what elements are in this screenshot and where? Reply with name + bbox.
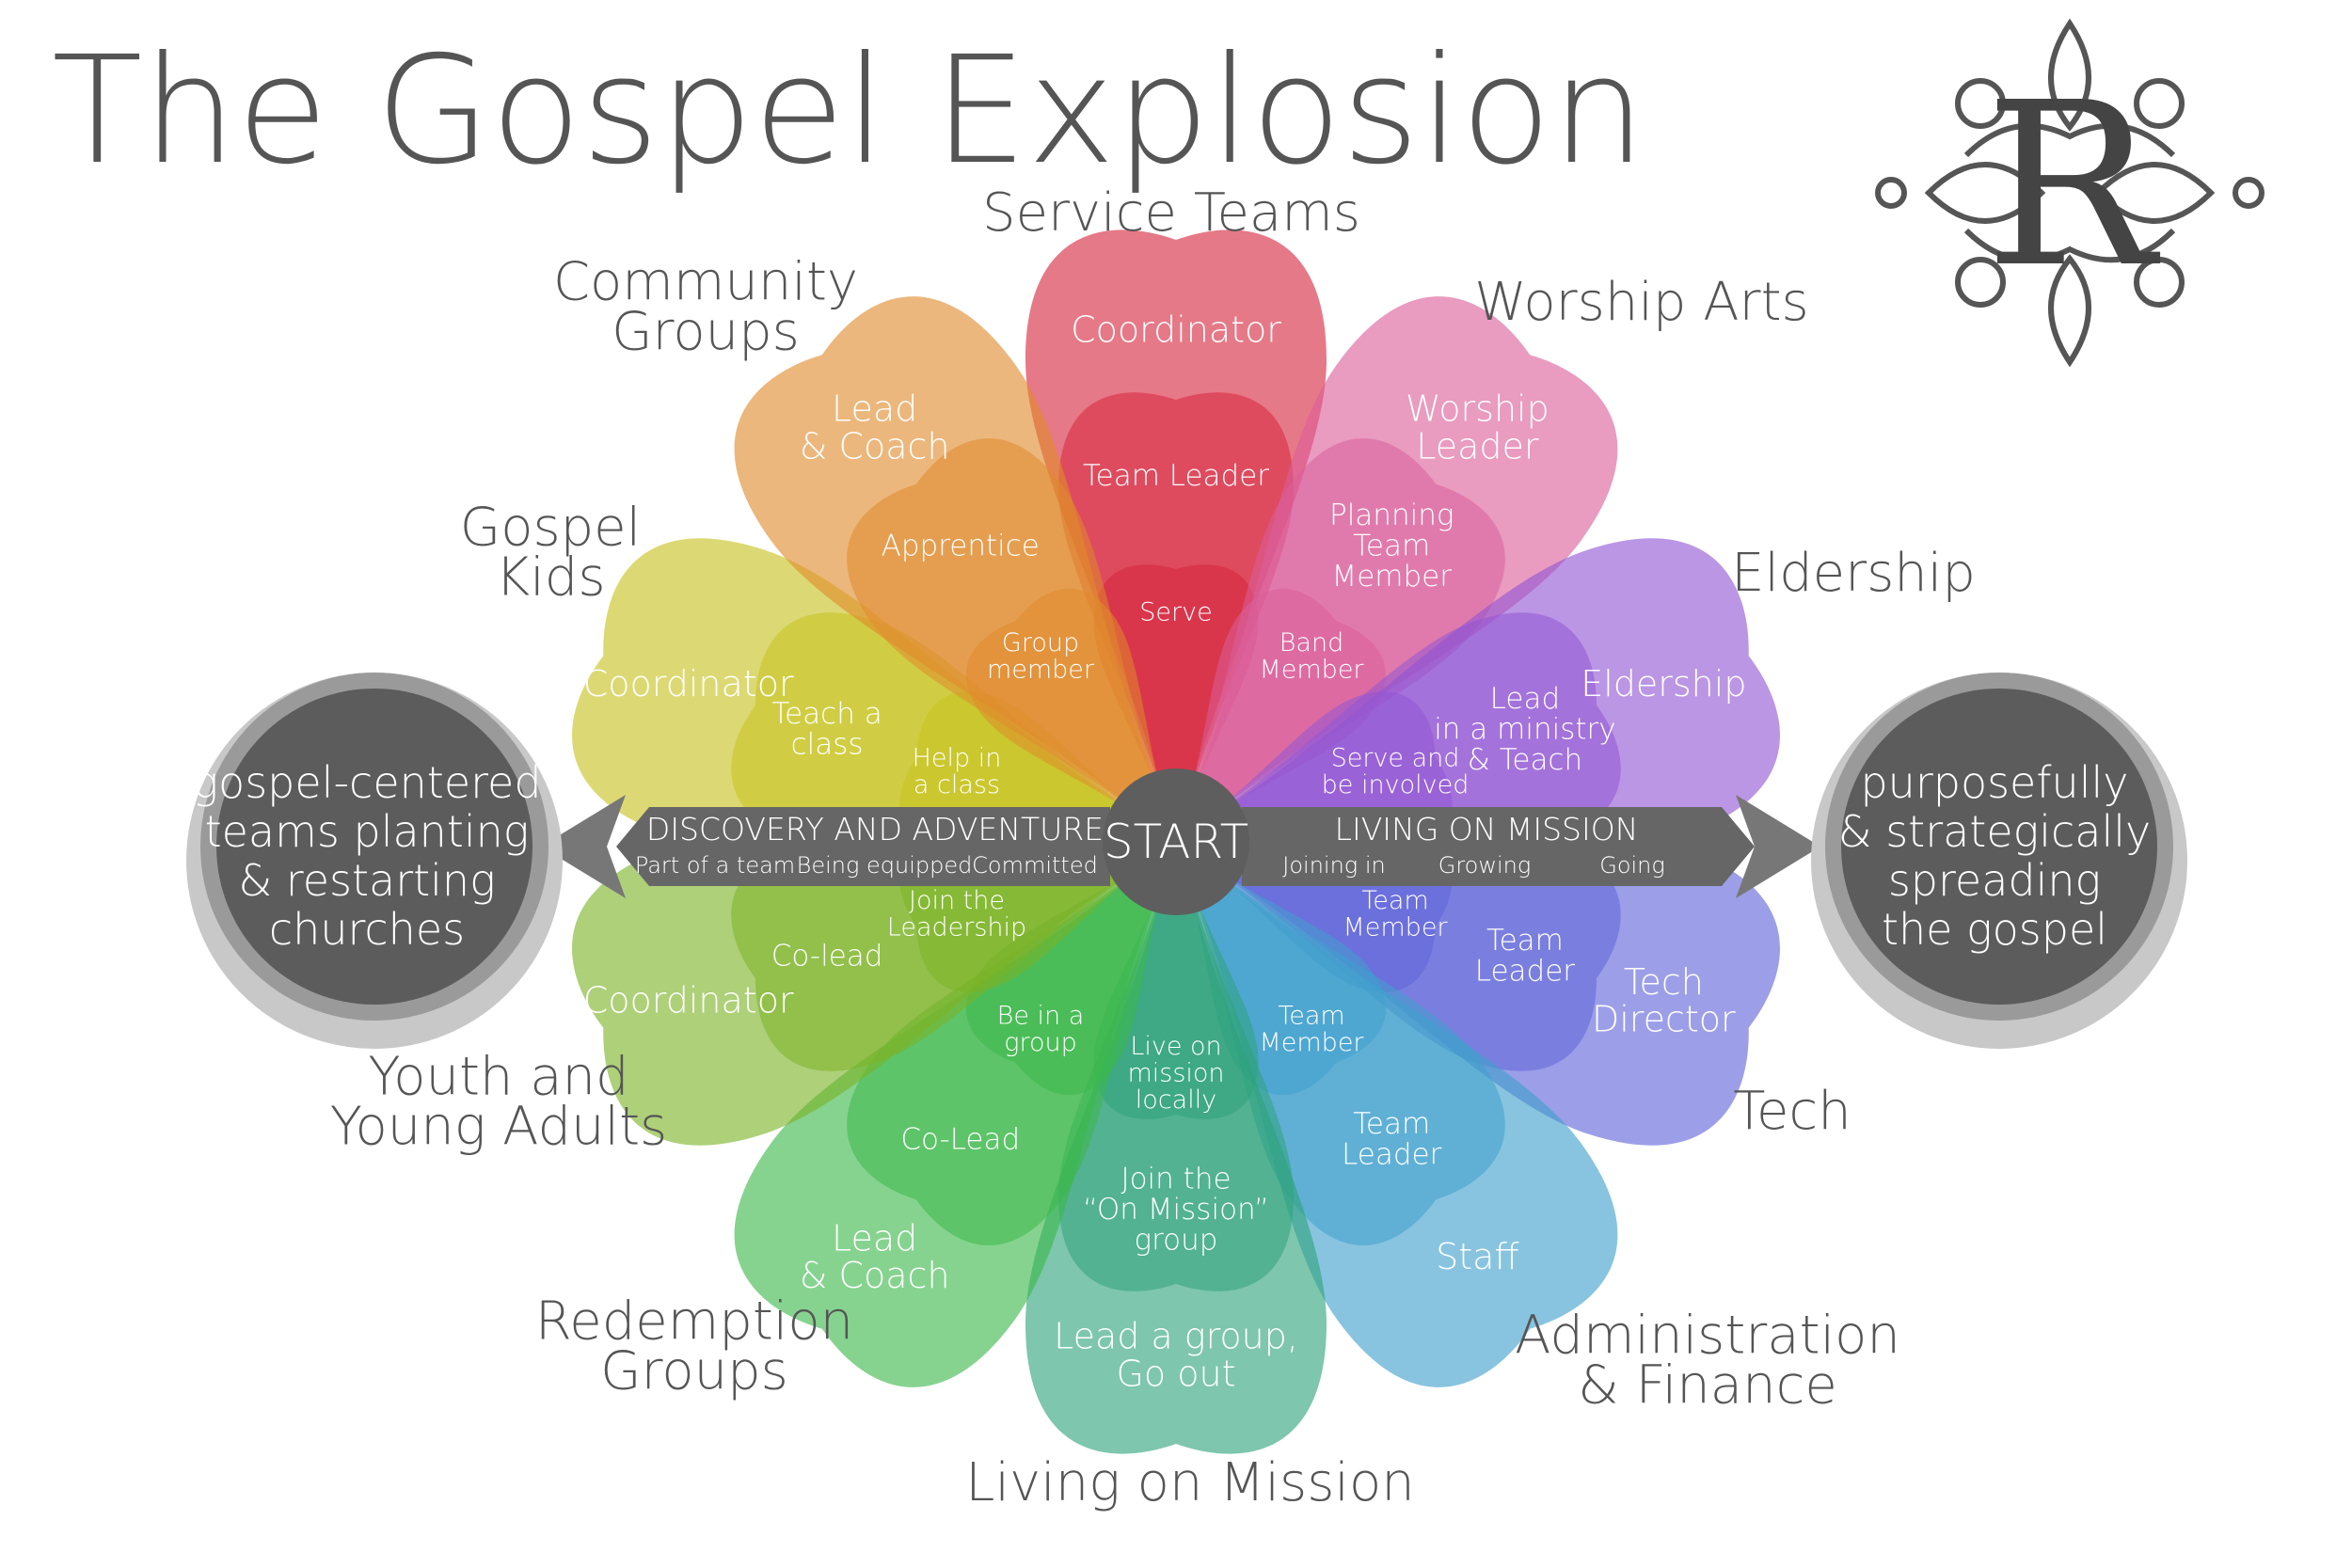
level-label: Co-lead bbox=[771, 939, 883, 973]
petal-group bbox=[572, 230, 1780, 1454]
level-label: Eldership bbox=[1581, 663, 1746, 705]
left-outcome-line-2: teams planting bbox=[205, 806, 530, 857]
right-banner-heading: LIVING ON MISSION bbox=[1335, 811, 1639, 847]
page-title: The Gospel Explosion bbox=[52, 24, 1645, 198]
left-stage-3: Committed bbox=[972, 852, 1098, 879]
level-label: Lead a group,Go out bbox=[1054, 1315, 1298, 1394]
right-stage-3: Going bbox=[1599, 852, 1665, 879]
right-outcome-line-1: purposefully bbox=[1860, 757, 2128, 808]
left-stage-1: Part of a team bbox=[635, 852, 795, 879]
right-outcome-circle: purposefully & strategically spreading t… bbox=[1811, 673, 2187, 1049]
right-stage-2: Growing bbox=[1438, 852, 1532, 879]
petal-worship-arts bbox=[1176, 296, 1618, 842]
petal-tier-3 bbox=[1093, 842, 1259, 1119]
left-arrow-head bbox=[541, 795, 626, 898]
ministry-label: Administration& Finance bbox=[1515, 1305, 1900, 1416]
start-label: START bbox=[1104, 815, 1248, 869]
right-stage-1: Joining in bbox=[1282, 852, 1385, 879]
monogram-logo: R bbox=[1875, 18, 2265, 368]
ornament-icon bbox=[1875, 18, 2265, 368]
petal-redemption-groups bbox=[734, 842, 1176, 1387]
right-outcome-line-2: & strategically bbox=[1838, 806, 2152, 857]
right-outcome-line-4: the gospel bbox=[1882, 904, 2107, 955]
level-label: Apprentice bbox=[882, 529, 1040, 562]
petal-tier-3 bbox=[1093, 564, 1259, 842]
level-label: Lead& Coach bbox=[800, 388, 950, 467]
level-label: Co-Lead bbox=[900, 1122, 1020, 1156]
ministry-label: Eldership bbox=[1731, 543, 1976, 604]
left-outcome-circle: gospel-centered teams planting & restart… bbox=[186, 673, 563, 1049]
petal-tier-3 bbox=[965, 842, 1176, 1096]
left-outcome-line-3: & restarting bbox=[238, 855, 495, 906]
level-label: Join the“On Mission”group bbox=[1083, 1162, 1269, 1257]
start-node: START bbox=[1103, 768, 1249, 915]
petal-community-groups bbox=[734, 296, 1176, 842]
right-arrow-head bbox=[1736, 795, 1820, 898]
left-stage-2: Being equipped bbox=[797, 852, 973, 879]
logo-letter: R bbox=[1985, 54, 2161, 317]
banner-group: DISCOVERY AND ADVENTURE Part of a team B… bbox=[541, 795, 1820, 898]
level-label: Coordinator bbox=[1071, 309, 1281, 350]
level-label: Coordinator bbox=[583, 663, 794, 705]
ministry-label: Tech bbox=[1733, 1081, 1851, 1142]
level-label: Lead& Coach bbox=[800, 1217, 950, 1296]
ministry-label: Living on Mission bbox=[965, 1452, 1414, 1513]
right-banner-arrow bbox=[1242, 807, 1755, 886]
petal-living-on-mission bbox=[1025, 842, 1327, 1454]
petal-service-teams bbox=[1025, 230, 1327, 842]
left-banner-heading: DISCOVERY AND ADVENTURE bbox=[646, 811, 1104, 847]
level-label: Staff bbox=[1436, 1236, 1519, 1277]
ministry-label: Worship Arts bbox=[1474, 272, 1808, 333]
level-label: Serve bbox=[1139, 597, 1212, 626]
level-label: Coordinator bbox=[583, 980, 794, 1022]
left-outcome-line-1: gospel-centered bbox=[192, 757, 541, 808]
petal-tier-3 bbox=[965, 588, 1176, 842]
left-outcome-line-4: churches bbox=[269, 904, 465, 955]
right-outcome-line-3: spreading bbox=[1888, 855, 2101, 906]
left-banner-arrow bbox=[616, 807, 1110, 886]
petal-tier-3 bbox=[1176, 588, 1387, 842]
ministry-label: Service Teams bbox=[982, 182, 1360, 244]
level-label: Team Leader bbox=[1083, 459, 1269, 493]
